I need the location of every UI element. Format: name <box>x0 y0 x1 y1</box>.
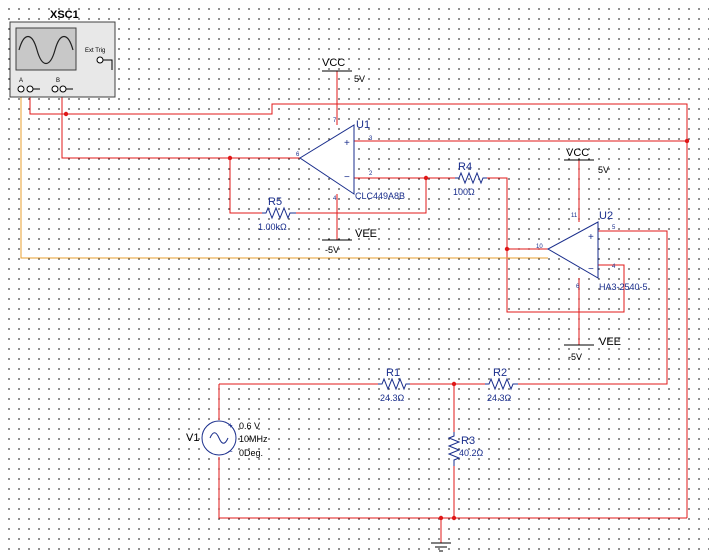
v1-phase: 0Deg. <box>239 448 263 458</box>
scope-ext-trig-terminal[interactable] <box>96 56 104 64</box>
resistor-r3[interactable]: R3 40.2Ω <box>447 432 484 466</box>
opamp-u1[interactable]: + − U1 CLC449A8B 6 3 2 7 4 <box>296 118 405 202</box>
u2-pin-out: 10 <box>536 244 543 250</box>
u2-vee-supply[interactable]: VEE -5V <box>564 336 621 362</box>
r4-ref: R4 <box>458 161 472 173</box>
v1-ref: V1 <box>186 432 199 444</box>
r2-zigzag <box>485 377 518 391</box>
opamp-u2[interactable]: + − U2 HA3-2540-5 10 5 4 11 6 <box>536 210 648 292</box>
scope-channel-a-label: A <box>19 78 23 84</box>
v1-minus-mark: − <box>228 447 233 456</box>
u2-minus-sign: − <box>588 264 594 275</box>
u2-pin-vminus: 6 <box>576 284 580 290</box>
r1-value: 24.3Ω <box>380 393 405 403</box>
u1-pin-vminus: 4 <box>333 196 337 202</box>
vee-value: -5V <box>568 352 582 362</box>
vee-label: VEE <box>355 228 377 240</box>
r5-ref: R5 <box>268 196 282 208</box>
scope-terminal-b-minus[interactable] <box>59 85 67 93</box>
scope-channel-b-label: B <box>56 78 60 84</box>
u2-pin-noninv: 5 <box>612 225 616 231</box>
v1-amplitude: 0.6 V <box>239 421 260 431</box>
ac-wave-icon <box>209 432 229 444</box>
u1-triangle <box>299 124 355 195</box>
u2-triangle <box>546 221 599 279</box>
vcc-value: 5V <box>598 165 609 175</box>
u1-pin-noninv: 3 <box>369 136 373 142</box>
vee-label: VEE <box>599 336 621 348</box>
resistor-r5[interactable]: R5 1.00kΩ <box>258 196 296 232</box>
scope-terminal-b-plus[interactable] <box>51 85 59 93</box>
wire-ground-bus[interactable] <box>218 457 687 519</box>
vcc-value: 5V <box>354 74 365 84</box>
oscilloscope-xsc1[interactable]: XSC1 Ext Trig A B <box>9 9 116 98</box>
ac-source-v1[interactable]: + − V1 0.6 V 10MHz 0Deg. <box>186 420 268 458</box>
v1-plus-mark: + <box>228 421 233 430</box>
vee-value: -5V <box>325 245 339 255</box>
resistor-r2[interactable]: R2 24.3Ω <box>485 367 518 403</box>
u2-pin-vplus: 11 <box>571 213 578 219</box>
junction-dot <box>684 138 690 144</box>
u1-minus-sign: − <box>344 172 350 183</box>
junction-dot <box>504 246 510 252</box>
scope-terminal-a-plus[interactable] <box>17 85 25 93</box>
v1-frequency: 10MHz <box>239 434 268 444</box>
u1-vee-supply[interactable]: VEE -5V <box>322 228 377 255</box>
wire-r4-u2[interactable] <box>487 177 625 313</box>
u1-pin-out: 2 <box>369 171 373 177</box>
scope-terminal-a-minus[interactable] <box>26 85 34 93</box>
junction-dot <box>227 155 233 161</box>
junction-dot <box>438 515 444 521</box>
r2-value: 24.3Ω <box>487 393 512 403</box>
u1-pin-inv: 6 <box>296 152 300 158</box>
wire-u2-r2[interactable] <box>518 230 668 385</box>
wires <box>29 71 688 543</box>
resistor-r4[interactable]: R4 100Ω <box>453 161 487 197</box>
u1-vcc-supply[interactable]: VCC 5V <box>322 57 365 84</box>
u1-part-label: CLC449A8B <box>355 191 405 201</box>
vcc-label: VCC <box>566 147 589 159</box>
r2-ref: R2 <box>493 367 507 379</box>
sine-wave-icon <box>18 35 74 65</box>
wire-scope-b-u1-inv[interactable] <box>61 95 300 159</box>
r3-zigzag <box>447 432 461 466</box>
r4-zigzag <box>455 171 487 185</box>
r3-ref: R3 <box>461 435 475 447</box>
u2-vcc-supply[interactable]: VCC 5V <box>564 147 609 175</box>
u1-plus-sign: + <box>344 138 350 149</box>
vcc-label: VCC <box>322 57 345 69</box>
u1-ref-label: U1 <box>356 119 370 131</box>
junction-dot <box>423 175 429 181</box>
r1-zigzag <box>378 377 410 391</box>
wire-r5-right[interactable] <box>296 178 427 214</box>
wire-scope-channel-b[interactable] <box>20 95 548 259</box>
r5-value: 1.00kΩ <box>258 222 287 232</box>
u2-pin-inv: 4 <box>612 264 616 270</box>
u2-part-label: HA3-2540-5 <box>599 282 648 292</box>
r3-value: 40.2Ω <box>459 448 484 458</box>
junction-dot <box>451 515 457 521</box>
u2-ref-label: U2 <box>599 210 613 222</box>
wire-r5-feedback[interactable] <box>229 158 262 214</box>
r5-zigzag <box>262 206 296 220</box>
junction-dot <box>63 111 69 117</box>
junctions <box>63 111 690 521</box>
resistor-r1[interactable]: R1 24.3Ω <box>378 367 410 403</box>
ground-icon[interactable] <box>431 542 451 552</box>
r4-value: 100Ω <box>453 187 475 197</box>
junction-dot <box>451 381 457 387</box>
u1-pin-vplus: 7 <box>333 118 337 124</box>
scope-ext-trig-label: Ext Trig <box>85 48 105 54</box>
scope-ref-label: XSC1 <box>50 9 79 21</box>
wire-scope-a-bus[interactable] <box>29 95 688 518</box>
scope-ext-trig-lead <box>103 59 113 70</box>
u2-plus-sign: + <box>588 232 594 243</box>
r1-ref: R1 <box>386 367 400 379</box>
